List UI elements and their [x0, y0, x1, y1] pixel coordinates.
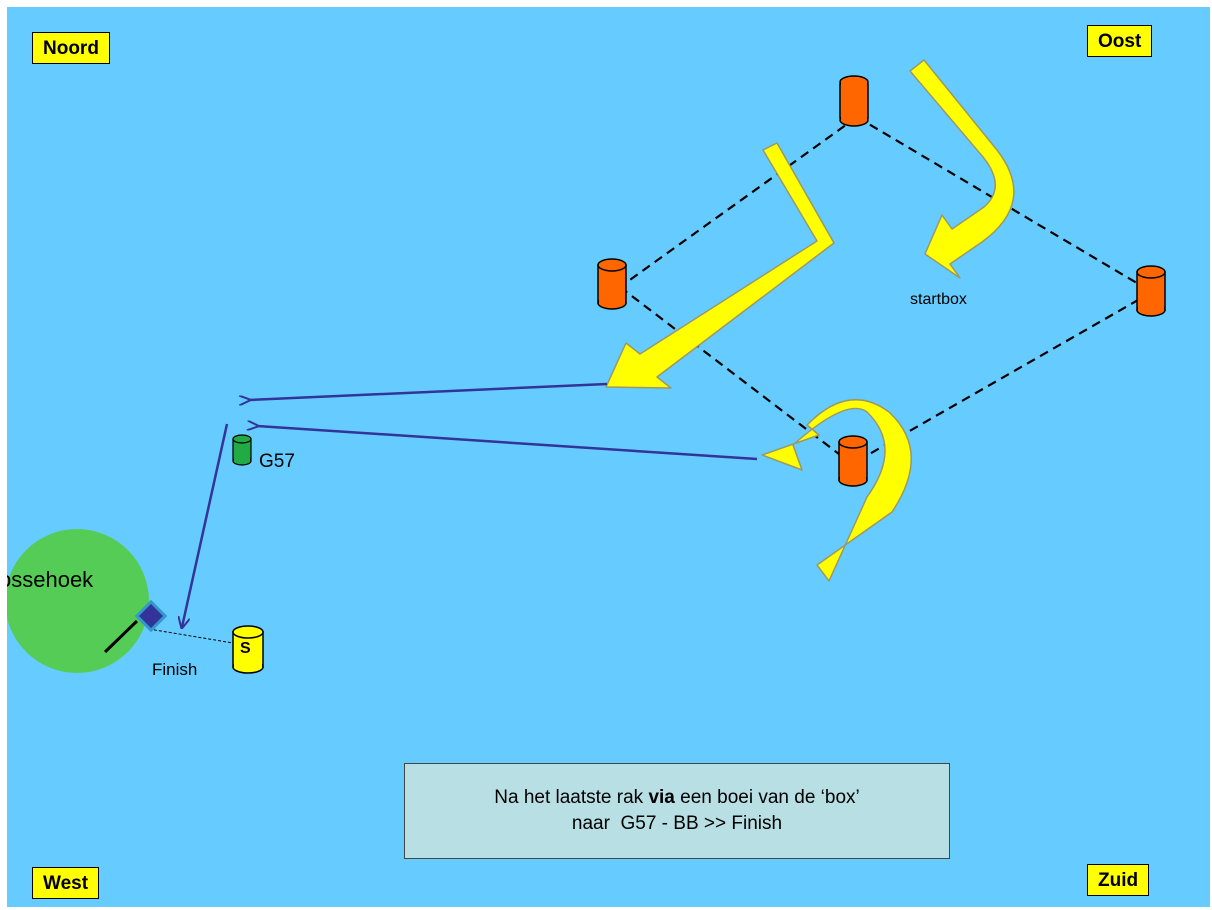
course-map: ossehoek G57 S startbox Finish Noord Oos…	[7, 7, 1210, 907]
g57-buoy	[232, 434, 252, 466]
finish-label: Finish	[152, 660, 198, 679]
box-buoy-east	[1136, 265, 1166, 317]
finish-line	[148, 628, 246, 646]
note-text-a: Na het laatste rak	[494, 787, 649, 808]
track-leg-2	[257, 426, 758, 461]
arrow-east-turn	[909, 59, 1015, 279]
finish-mark	[134, 599, 168, 633]
note-line-2: naar G57 - BB >> Finish	[571, 813, 783, 834]
course-drawing	[7, 59, 1166, 674]
note-line-1: Na het laatste rak via een boei van de ‘…	[405, 785, 949, 811]
note-text-b: een boei van de ‘box’	[674, 787, 860, 808]
compass-east-label: Oost	[1087, 25, 1153, 57]
startbox-label: startbox	[910, 291, 967, 308]
box-buoy-south	[838, 435, 868, 487]
land-area	[7, 529, 149, 673]
box-buoy-west	[597, 258, 627, 310]
box-buoy-north	[839, 75, 869, 127]
harbour-label: ossehoek	[7, 567, 94, 592]
start-buoy	[232, 625, 264, 674]
note-text-bold: via	[648, 787, 675, 808]
start-buoy-label: S	[240, 640, 251, 657]
compass-west-label: West	[32, 867, 100, 899]
arrow-west-leg	[605, 142, 835, 389]
g57-label: G57	[259, 451, 295, 472]
compass-south-label: Zuid	[1087, 864, 1150, 896]
arrow-south-rounding	[761, 399, 912, 582]
harbour-pier	[103, 619, 139, 654]
track-leg-finish	[182, 423, 229, 627]
instruction-note: Na het laatste rak via een boei van de ‘…	[404, 763, 950, 859]
track-leg-1	[249, 382, 608, 400]
compass-north-label: Noord	[32, 32, 110, 64]
